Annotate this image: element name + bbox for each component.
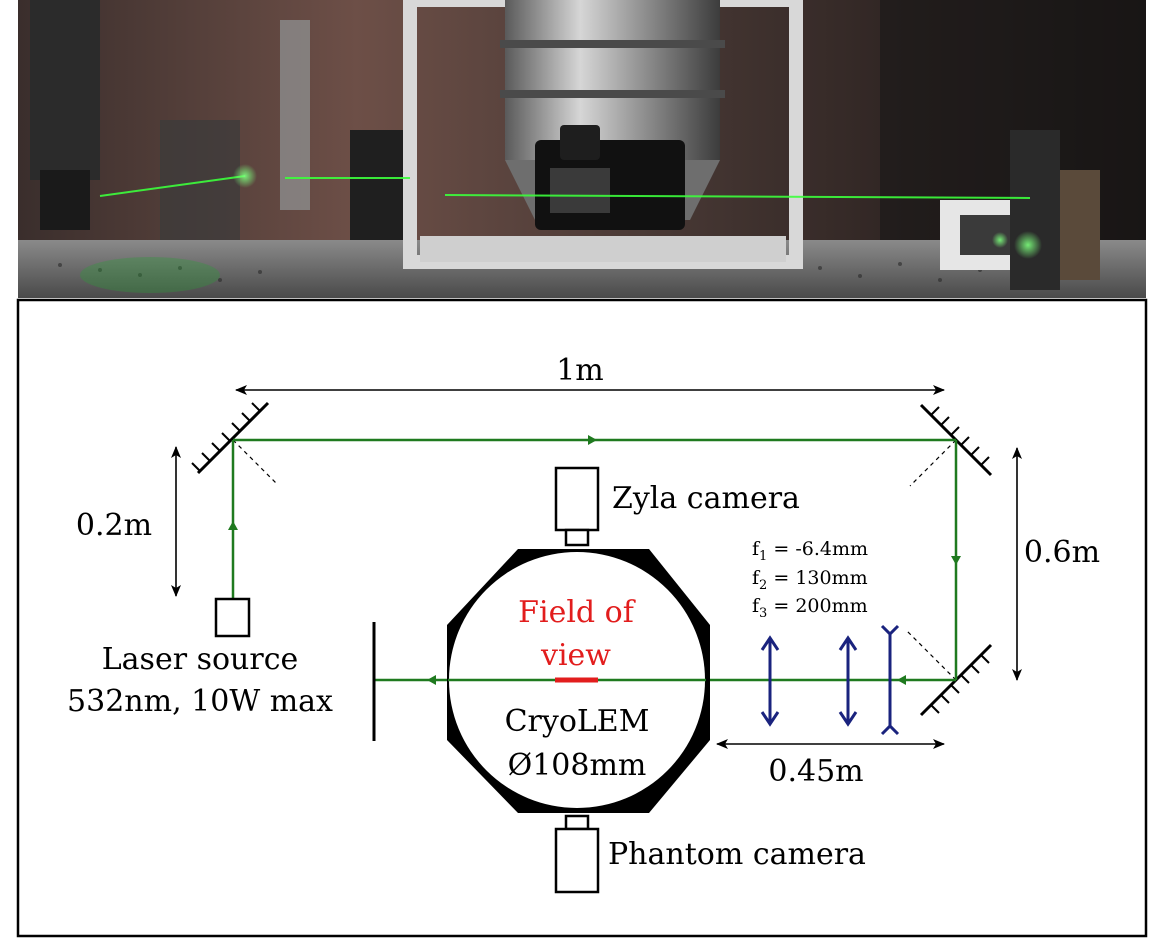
normal-bottom-right xyxy=(905,629,957,681)
focal-length-1: f1 = -6.4mm xyxy=(752,538,868,564)
width-label: 1m xyxy=(556,353,604,388)
focal-lengths-list: f1 = -6.4mm f2 = 130mm f3 = 200mm xyxy=(752,538,868,621)
focal-length-3: f3 = 200mm xyxy=(752,595,868,621)
focal-length-2: f2 = 130mm xyxy=(752,567,868,593)
lens-2 xyxy=(838,635,858,727)
lens-span-label: 0.45m xyxy=(768,754,863,789)
fov-label-line1: Field of xyxy=(518,595,636,630)
left-height-label: 0.2m xyxy=(76,508,152,543)
zyla-camera xyxy=(554,466,600,547)
laser-label-line1: Laser source xyxy=(102,642,299,677)
setup-photo xyxy=(18,0,1146,298)
normal-top-left xyxy=(232,439,278,485)
cryolem-label-line1: CryoLEM xyxy=(505,704,650,739)
normal-top-right xyxy=(909,439,957,487)
laser-label-line2: 532nm, 10W max xyxy=(67,684,333,719)
laser-source-box xyxy=(214,597,251,638)
right-height-label: 0.6m xyxy=(1024,535,1100,570)
dimension-arrows xyxy=(171,385,1022,749)
fov-label-line2: view xyxy=(540,638,611,673)
cryolem-label-line2: Ø108mm xyxy=(508,748,647,783)
phantom-camera xyxy=(554,814,600,894)
phantom-label: Phantom camera xyxy=(608,837,866,872)
lens-1 xyxy=(760,635,780,727)
beam-direction-marks xyxy=(228,435,961,685)
zyla-label: Zyla camera xyxy=(612,481,800,516)
mirror-top-left xyxy=(191,401,270,475)
lens-3 xyxy=(880,624,900,736)
